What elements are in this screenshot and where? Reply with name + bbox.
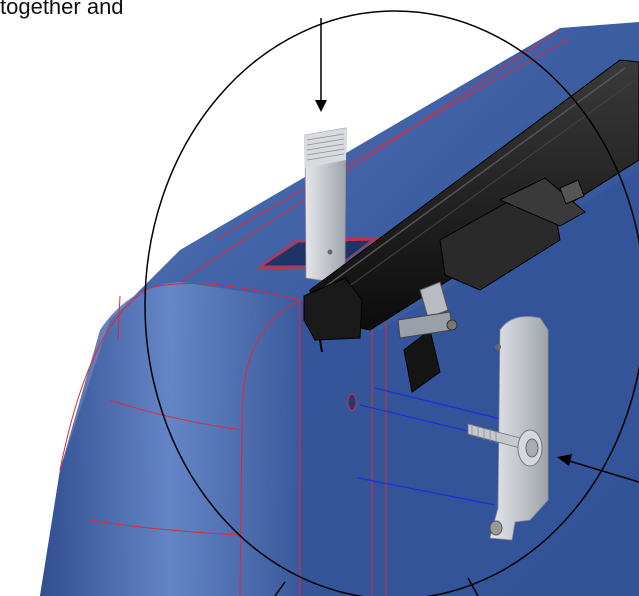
black-rail xyxy=(303,59,639,353)
caption-text: together and xyxy=(0,0,124,19)
mounting-hole xyxy=(347,393,357,411)
detail-zoom-circle xyxy=(144,10,639,596)
arrow-down-icon xyxy=(315,18,327,112)
left-bracket xyxy=(304,127,347,283)
arrow-left-icon xyxy=(557,454,639,483)
latch-mechanism xyxy=(397,177,586,393)
panel-edge-lines xyxy=(59,29,571,596)
right-bracket xyxy=(467,316,549,541)
